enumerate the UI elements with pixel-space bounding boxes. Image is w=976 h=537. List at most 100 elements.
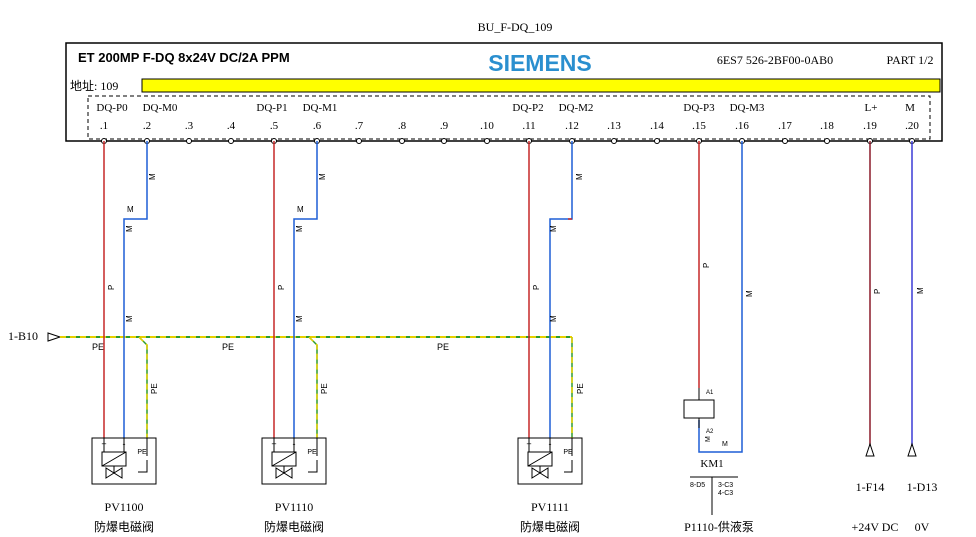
wire-label-m: M (549, 315, 558, 322)
channel-labels: DQ-P0 DQ-M0 DQ-P1 DQ-M1 DQ-P2 DQ-M2 DQ-P… (96, 102, 915, 114)
module-box: ET 200MP F-DQ 8x24V DC/2A PPM SIEMENS 6E… (65, 42, 943, 142)
terminal-number: .8 (398, 120, 407, 132)
wire-label-m: M (295, 225, 304, 232)
channel-label: DQ-P1 (256, 102, 287, 114)
valve-desc: 防爆电磁阀 (520, 519, 580, 534)
wire-label-m: M (916, 287, 925, 294)
wire-label-m: M (297, 205, 304, 214)
wire-pe-drop (308, 336, 318, 438)
wire-label-m: M (295, 315, 304, 322)
valve-tag: PV1110 (275, 500, 313, 514)
wire-label-p: P (532, 285, 541, 290)
wire-label-m: M (575, 173, 584, 180)
channel-label: DQ-M0 (143, 102, 178, 114)
relay-a2: A2 (706, 429, 714, 435)
relay-coil (683, 399, 715, 419)
wire-m (123, 141, 148, 438)
terminal-numbers: .1 .2 .3 .4 .5 .6 .7 .8 .9 .10 .11 .12 .… (100, 120, 920, 132)
channel-label: DQ-P0 (96, 102, 128, 114)
solenoid-icon (271, 438, 318, 479)
wire-label-pe: PE (150, 383, 159, 394)
terminal-number: .18 (820, 120, 834, 132)
wire-label-m: M (125, 225, 134, 232)
wire-label-m: M (127, 205, 134, 214)
valve-2-wiring (273, 141, 318, 438)
relay-km1: A1 A2 M M KM1 8-D5 3-C3 4-C3 P1110-供液泵 (683, 141, 754, 534)
wire-pe-drop (138, 336, 148, 438)
terminal-number: .16 (735, 120, 749, 132)
valve-desc: 防爆电磁阀 (94, 519, 154, 534)
terminal-number: .5 (270, 120, 279, 132)
channel-label: M (905, 102, 915, 114)
terminal-number: .20 (905, 120, 919, 132)
valve-captions: PV1100 防爆电磁阀 PV1110 防爆电磁阀 PV1111 防爆电磁阀 (94, 500, 580, 534)
valve-symbol-1: + - PE (91, 437, 157, 485)
terminal-number: .12 (565, 120, 579, 132)
address-bar (141, 78, 941, 93)
wire-labels: M M M P M PE M M M P M PE M M P M PE P M… (107, 173, 925, 394)
relay-load: P1110-供液泵 (684, 519, 754, 534)
terminal-number: .15 (692, 120, 706, 132)
terminal-point (399, 138, 405, 144)
wire-label-m: M (722, 441, 728, 448)
terminal-number: .17 (778, 120, 792, 132)
terminal-number: .14 (650, 120, 664, 132)
terminal-points (101, 138, 915, 144)
solenoid-icon (101, 438, 148, 479)
terminal-number: .3 (185, 120, 194, 132)
terminal-number: .19 (863, 120, 877, 132)
valve-symbol-2: + - PE (261, 437, 327, 485)
supply-lines: 1-F14 1-D13 +24V DC 0V (852, 141, 937, 534)
supply-arrow (865, 442, 875, 457)
address-label: 地址: 109 (70, 79, 118, 93)
solenoid-icon (527, 438, 573, 479)
terminal-point (824, 138, 830, 144)
valve-desc: 防爆电磁阀 (264, 519, 324, 534)
pe-source-arrow (47, 332, 62, 342)
valve-symbol-3: + - PE (517, 437, 583, 485)
brand-logo: SIEMENS (488, 50, 592, 76)
wire-m (293, 141, 318, 438)
part-label: PART 1/2 (887, 53, 934, 67)
terminal-number: .6 (313, 120, 322, 132)
pe-source-label: 1-B10 (8, 329, 38, 343)
wire-label-p: P (277, 285, 286, 290)
wire-m (698, 141, 743, 453)
terminal-point (654, 138, 660, 144)
wire-label-pe: PE (320, 383, 329, 394)
supply-desc: +24V DC (852, 520, 899, 534)
wire-label-pe: PE (576, 383, 585, 394)
valve-tag: PV1111 (531, 500, 569, 514)
relay-contact-left: 8-D5 (690, 482, 705, 489)
wire-label-p: P (873, 289, 882, 294)
wire-label-pe: PE (222, 342, 234, 352)
terminal-number: .4 (227, 120, 236, 132)
terminal-point (441, 138, 447, 144)
terminal-number: .2 (143, 120, 151, 132)
terminal-point (228, 138, 234, 144)
valve-pe: PE (137, 449, 147, 456)
wire-label-m: M (318, 173, 327, 180)
wire-pe-drop-stripe (308, 336, 318, 438)
relay-contact-right: 4-C3 (718, 490, 733, 497)
wire-label-m: M (148, 173, 157, 180)
supply-arrow (907, 442, 917, 457)
terminal-point (186, 138, 192, 144)
doc-id: BU_F-DQ_109 (478, 20, 553, 34)
relay-contact-right: 3-C3 (718, 482, 733, 489)
valve-3-wiring (528, 141, 573, 438)
wire-pe-drop-stripe (138, 336, 148, 438)
valve-tag: PV1100 (105, 500, 144, 514)
channel-label: DQ-P2 (512, 102, 543, 114)
module-title: ET 200MP F-DQ 8x24V DC/2A PPM (78, 50, 290, 65)
relay-a1: A1 (706, 390, 714, 396)
wire-label-p: P (107, 285, 116, 290)
terminal-point (782, 138, 788, 144)
terminal-point (356, 138, 362, 144)
wire-label-m: M (705, 436, 712, 442)
supply-ref: 1-F14 (856, 480, 885, 494)
wire-label-pe: PE (437, 342, 449, 352)
wire-label-p: P (702, 263, 711, 268)
channel-label: DQ-M3 (730, 102, 765, 114)
